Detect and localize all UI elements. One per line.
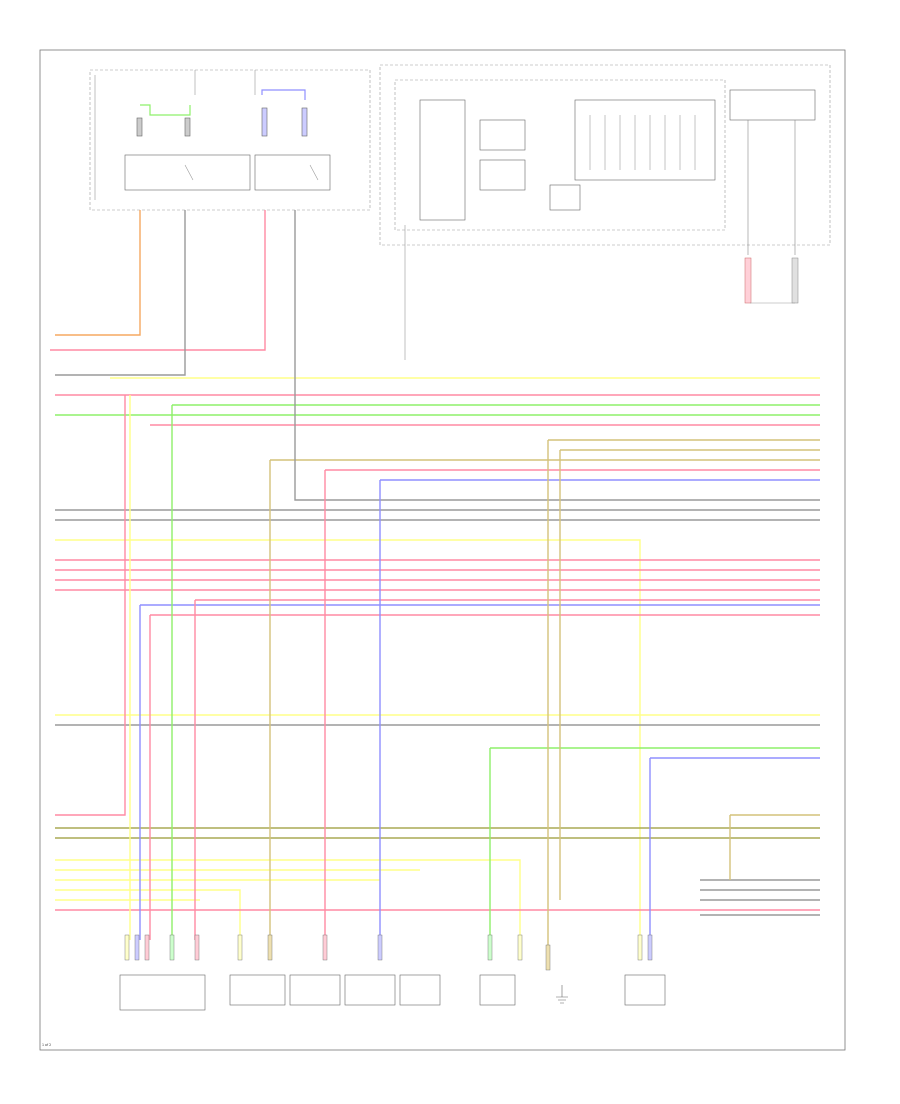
component-2 [229,974,286,1006]
relay-switch-icon [184,164,319,181]
component-4 [344,974,396,1006]
ground-icon [556,985,568,1004]
wire-drops [129,395,731,950]
connector-pins-icon [124,934,653,971]
relay-1 [124,154,251,191]
sensor-icon [479,974,516,1006]
connector-pins-icon [744,257,799,304]
control-module [379,64,831,360]
component-1 [119,974,206,1011]
diagram-border [39,49,846,1051]
bottom-components [119,934,666,1011]
corner-label: 1 of 2 [42,1043,51,1047]
relay-2 [254,154,331,191]
sensor-icon [624,974,666,1006]
wire-harness [50,210,820,950]
fuse-relay-area [89,69,371,211]
component-3 [289,974,341,1006]
component-5 [399,974,441,1006]
connector-pins-icon [136,107,308,137]
